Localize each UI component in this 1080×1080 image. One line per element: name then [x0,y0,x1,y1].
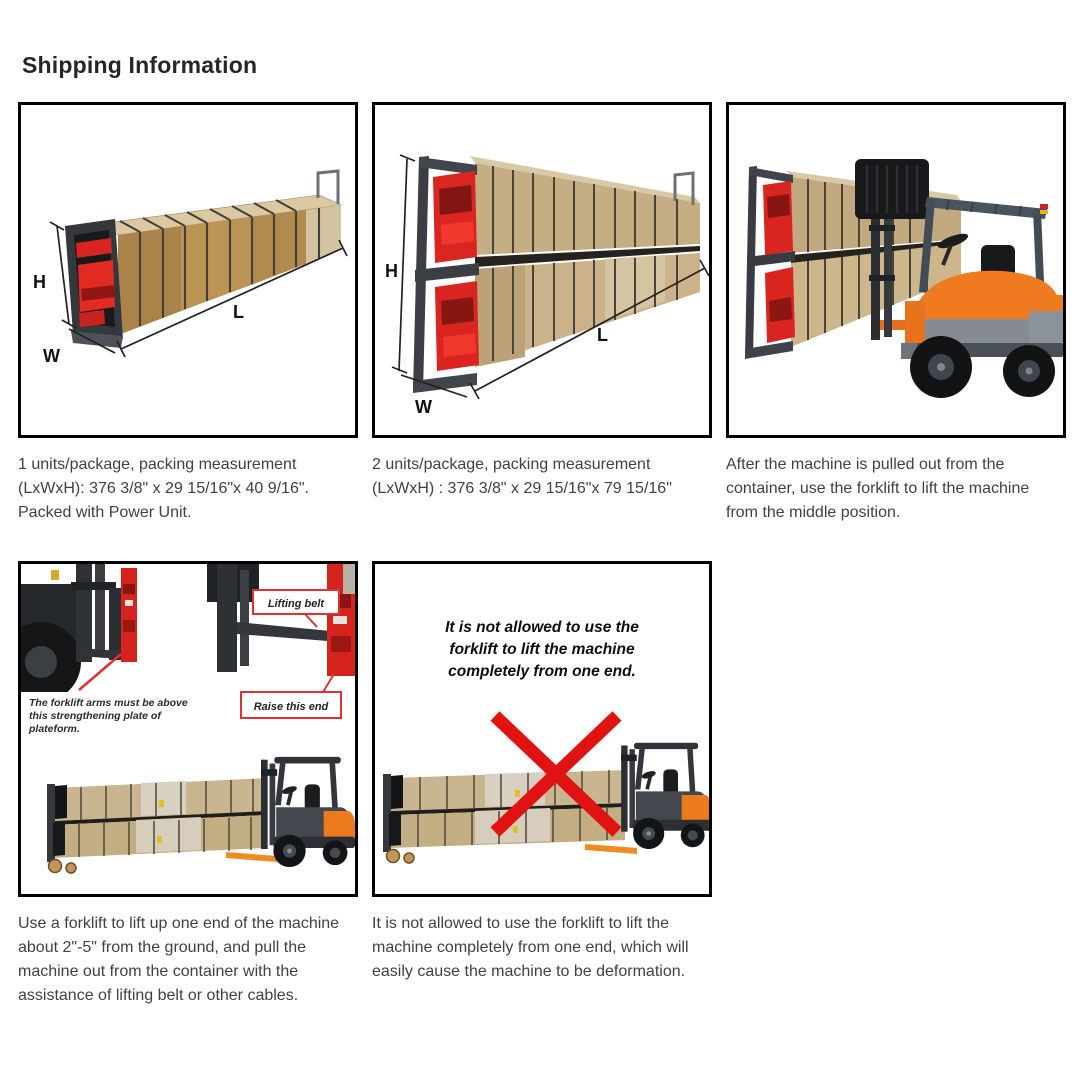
panels-row-2: Lifting belt Raise this end The forklift… [18,561,1066,1008]
shipping-information-section: Shipping Information [18,52,1066,1008]
machine-end-frame-graphic [745,166,795,359]
forklift-graphic [855,159,1063,398]
lifting-scene-graphic [47,756,355,874]
lifting-belt-label-text: Lifting belt [268,598,326,610]
panel-1unit-package-image: H W L [18,102,358,438]
closeup-lifting-belt-photo [207,564,355,676]
caption-1unit-package: 1 units/package, packing measurement (Lx… [18,456,309,521]
caption-lift-one-end: Use a forklift to lift up one end of the… [18,915,340,1004]
warning-text: It is not allowed to use the forklift to… [445,619,639,680]
dim-label-l: L [597,325,608,345]
caption-not-allowed: It is not allowed to use the forklift to… [372,915,689,980]
not-allowed-illustration: It is not allowed to use the forklift to… [383,619,709,864]
figure-1unit-package: H W L 1 units/package, packing measureme… [18,102,358,525]
panel-forklift-middle-image [726,102,1066,438]
dim-label-h: H [33,272,46,292]
crate-straps [492,166,678,361]
caption-forklift-middle: After the machine is pulled out from the… [726,456,1030,521]
warning-line-2: forklift to lift the machine [449,641,635,658]
panel-2unit-package-image: H W L [372,102,712,438]
machine-end-frame-graphic [413,156,479,393]
caption-2unit-package: 2 units/package, packing measurement (Lx… [372,456,672,497]
machine-end-graphic [65,219,123,348]
note-line-1: The forklift arms must be above [29,697,188,709]
crate-graphic [97,169,343,335]
raise-this-end-label-text: Raise this end [254,701,329,713]
section-title: Shipping Information [22,52,258,78]
dim-label-l: L [233,302,244,322]
warning-line-3: completely from one end. [448,663,636,680]
dimension-lines [49,221,348,358]
note-line-3: plateform. [28,723,80,735]
dark-forklift-graphic [621,742,709,850]
raise-this-end-label: Raise this end [240,673,342,719]
panel-lift-one-end-image: Lifting belt Raise this end The forklift… [18,561,358,897]
forklift-middle-illustration [745,159,1063,398]
crate-2unit-illustration: H W L [385,154,709,417]
panels-row-1: H W L 1 units/package, packing measureme… [18,102,1066,525]
fork-arms-note: The forklift arms must be above this str… [28,697,188,735]
annotation-pointer-line [78,653,122,691]
figure-2unit-package: H W L 2 units/package, packing measureme… [372,102,712,501]
crate-straps [119,199,321,326]
figure-forklift-middle: After the machine is pulled out from the… [726,102,1066,525]
lifting-belt-label: Lifting belt [252,589,340,628]
dimension-lines [391,154,709,400]
note-line-2: this strengthening plate of [29,710,162,722]
red-cross-icon [490,711,622,837]
warning-line-1: It is not allowed to use the [445,619,639,636]
closeup-fork-arms-photo [21,564,137,692]
dim-label-w: W [415,397,432,417]
dim-label-h: H [385,261,398,281]
figure-lift-one-end: Lifting belt Raise this end The forklift… [18,561,358,1008]
lift-one-end-illustration: Lifting belt Raise this end The forklift… [21,564,355,874]
dim-label-w: W [43,346,60,366]
figure-not-allowed: It is not allowed to use the forklift to… [372,561,712,984]
crate-1unit-illustration: H W L [33,169,348,366]
stacked-crates-graphic [470,156,700,367]
panel-not-allowed-image: It is not allowed to use the forklift to… [372,561,712,897]
dark-forklift-graphic [261,756,355,868]
